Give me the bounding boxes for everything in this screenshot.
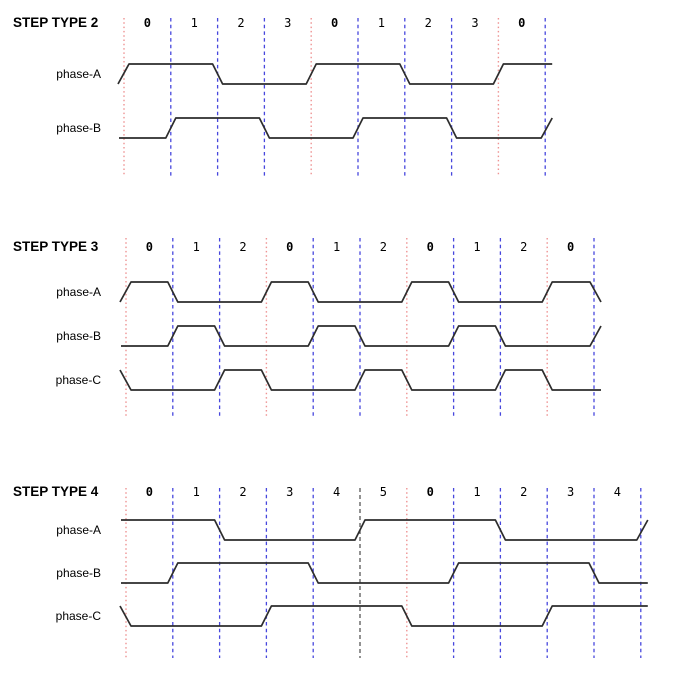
waveform-phase-A [117, 63, 553, 85]
phase-label: phase-B [56, 566, 101, 580]
section-step-type-3: STEP TYPE 3 0 1 2 0 1 2 0 1 2 0 phase-A phase-B phase… [13, 238, 602, 416]
step-number: 3 [284, 16, 291, 30]
step-number: 2 [239, 240, 246, 254]
step-number: 2 [239, 485, 246, 499]
phase-label: phase-B [56, 329, 101, 343]
step-number: 1 [333, 240, 340, 254]
waveform-phase-B [119, 117, 553, 139]
phase-label: phase-C [56, 373, 102, 387]
waveform-phase-C [119, 605, 648, 627]
step-number: 0 [146, 240, 153, 254]
section-title: STEP TYPE 4 [13, 484, 99, 499]
step-number: 4 [614, 485, 621, 499]
step-number: 0 [427, 485, 434, 499]
waveform-phase-B [121, 325, 602, 347]
waveform-phase-A [121, 519, 649, 541]
step-number: 2 [425, 16, 432, 30]
step-number: 0 [144, 16, 151, 30]
section-step-type-4: STEP TYPE 4 0 1 2 3 4 5 0 1 2 3 4 phase-A phase-B phas… [13, 484, 649, 658]
step-number: 3 [286, 485, 293, 499]
waveform-phase-A [119, 281, 602, 303]
step-number: 2 [237, 16, 244, 30]
step-number: 1 [191, 16, 198, 30]
step-number: 0 [146, 485, 153, 499]
step-number: 0 [286, 240, 293, 254]
step-number: 2 [520, 485, 527, 499]
step-number: 2 [380, 240, 387, 254]
phase-label: phase-C [56, 609, 102, 623]
phase-label: phase-A [56, 523, 101, 537]
step-number: 3 [567, 485, 574, 499]
step-number: 0 [331, 16, 338, 30]
step-number: 1 [193, 485, 200, 499]
phase-label: phase-A [56, 285, 101, 299]
phase-label: phase-A [56, 67, 101, 81]
step-number: 0 [567, 240, 574, 254]
section-step-type-2: STEP TYPE 2 0 1 2 3 0 1 2 3 0 phase-A phase-B [13, 15, 553, 176]
step-number: 1 [473, 240, 480, 254]
waveform-phase-C [119, 369, 601, 391]
step-number: 2 [520, 240, 527, 254]
step-number: 5 [380, 485, 387, 499]
step-number: 1 [378, 16, 385, 30]
step-number: 1 [193, 240, 200, 254]
phase-label: phase-B [56, 121, 101, 135]
step-number: 0 [427, 240, 434, 254]
step-number: 3 [471, 16, 478, 30]
step-number: 1 [473, 485, 480, 499]
waveform-phase-B [121, 562, 648, 584]
section-title: STEP TYPE 2 [13, 15, 98, 30]
step-number: 4 [333, 485, 340, 499]
section-title: STEP TYPE 3 [13, 239, 99, 254]
step-number: 0 [518, 16, 525, 30]
